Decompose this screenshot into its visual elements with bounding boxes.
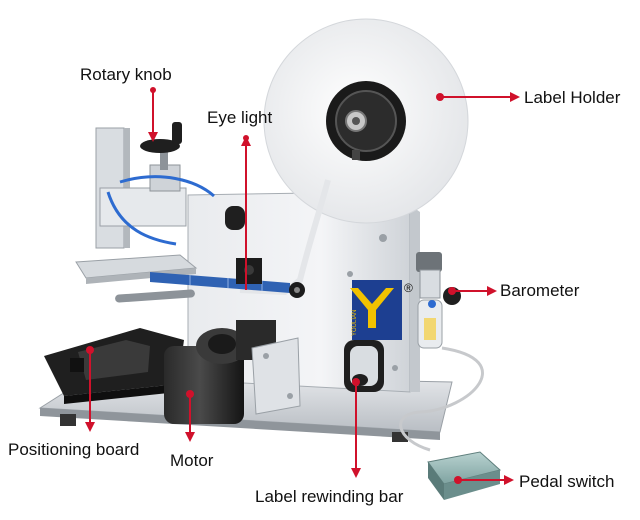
label-web <box>239 179 331 296</box>
blue-label-strip <box>150 272 290 293</box>
label-motor: Motor <box>170 451 214 470</box>
rewinding-frame <box>251 337 301 415</box>
barometer-assembly <box>416 252 461 349</box>
label-pedal-switch: Pedal switch <box>519 472 615 491</box>
label-label-rewinding-bar: Label rewinding bar <box>255 487 404 506</box>
positioning-board <box>44 328 184 404</box>
guide-rollers <box>115 206 245 303</box>
eye-light-sensor <box>236 258 305 298</box>
pedal-switch <box>427 451 502 500</box>
label-platform <box>75 254 198 284</box>
rotary-knob-assembly <box>95 122 215 249</box>
label-eye-light: Eye light <box>207 108 273 127</box>
label-rewinding-bar <box>344 340 384 392</box>
label-positioning-board: Positioning board <box>8 440 140 459</box>
motor <box>164 320 276 424</box>
label-rotary-knob: Rotary knob <box>80 65 172 84</box>
registered-mark: ® <box>404 281 413 295</box>
brand-text: YOULIAN <box>352 310 358 336</box>
callout-arrows <box>85 87 520 485</box>
label-barometer: Barometer <box>500 281 580 300</box>
pedal-cable <box>399 346 484 452</box>
brand-logo-plate <box>350 280 402 340</box>
label-label-holder: Label Holder <box>524 88 621 107</box>
label-holder-reel <box>263 18 469 224</box>
